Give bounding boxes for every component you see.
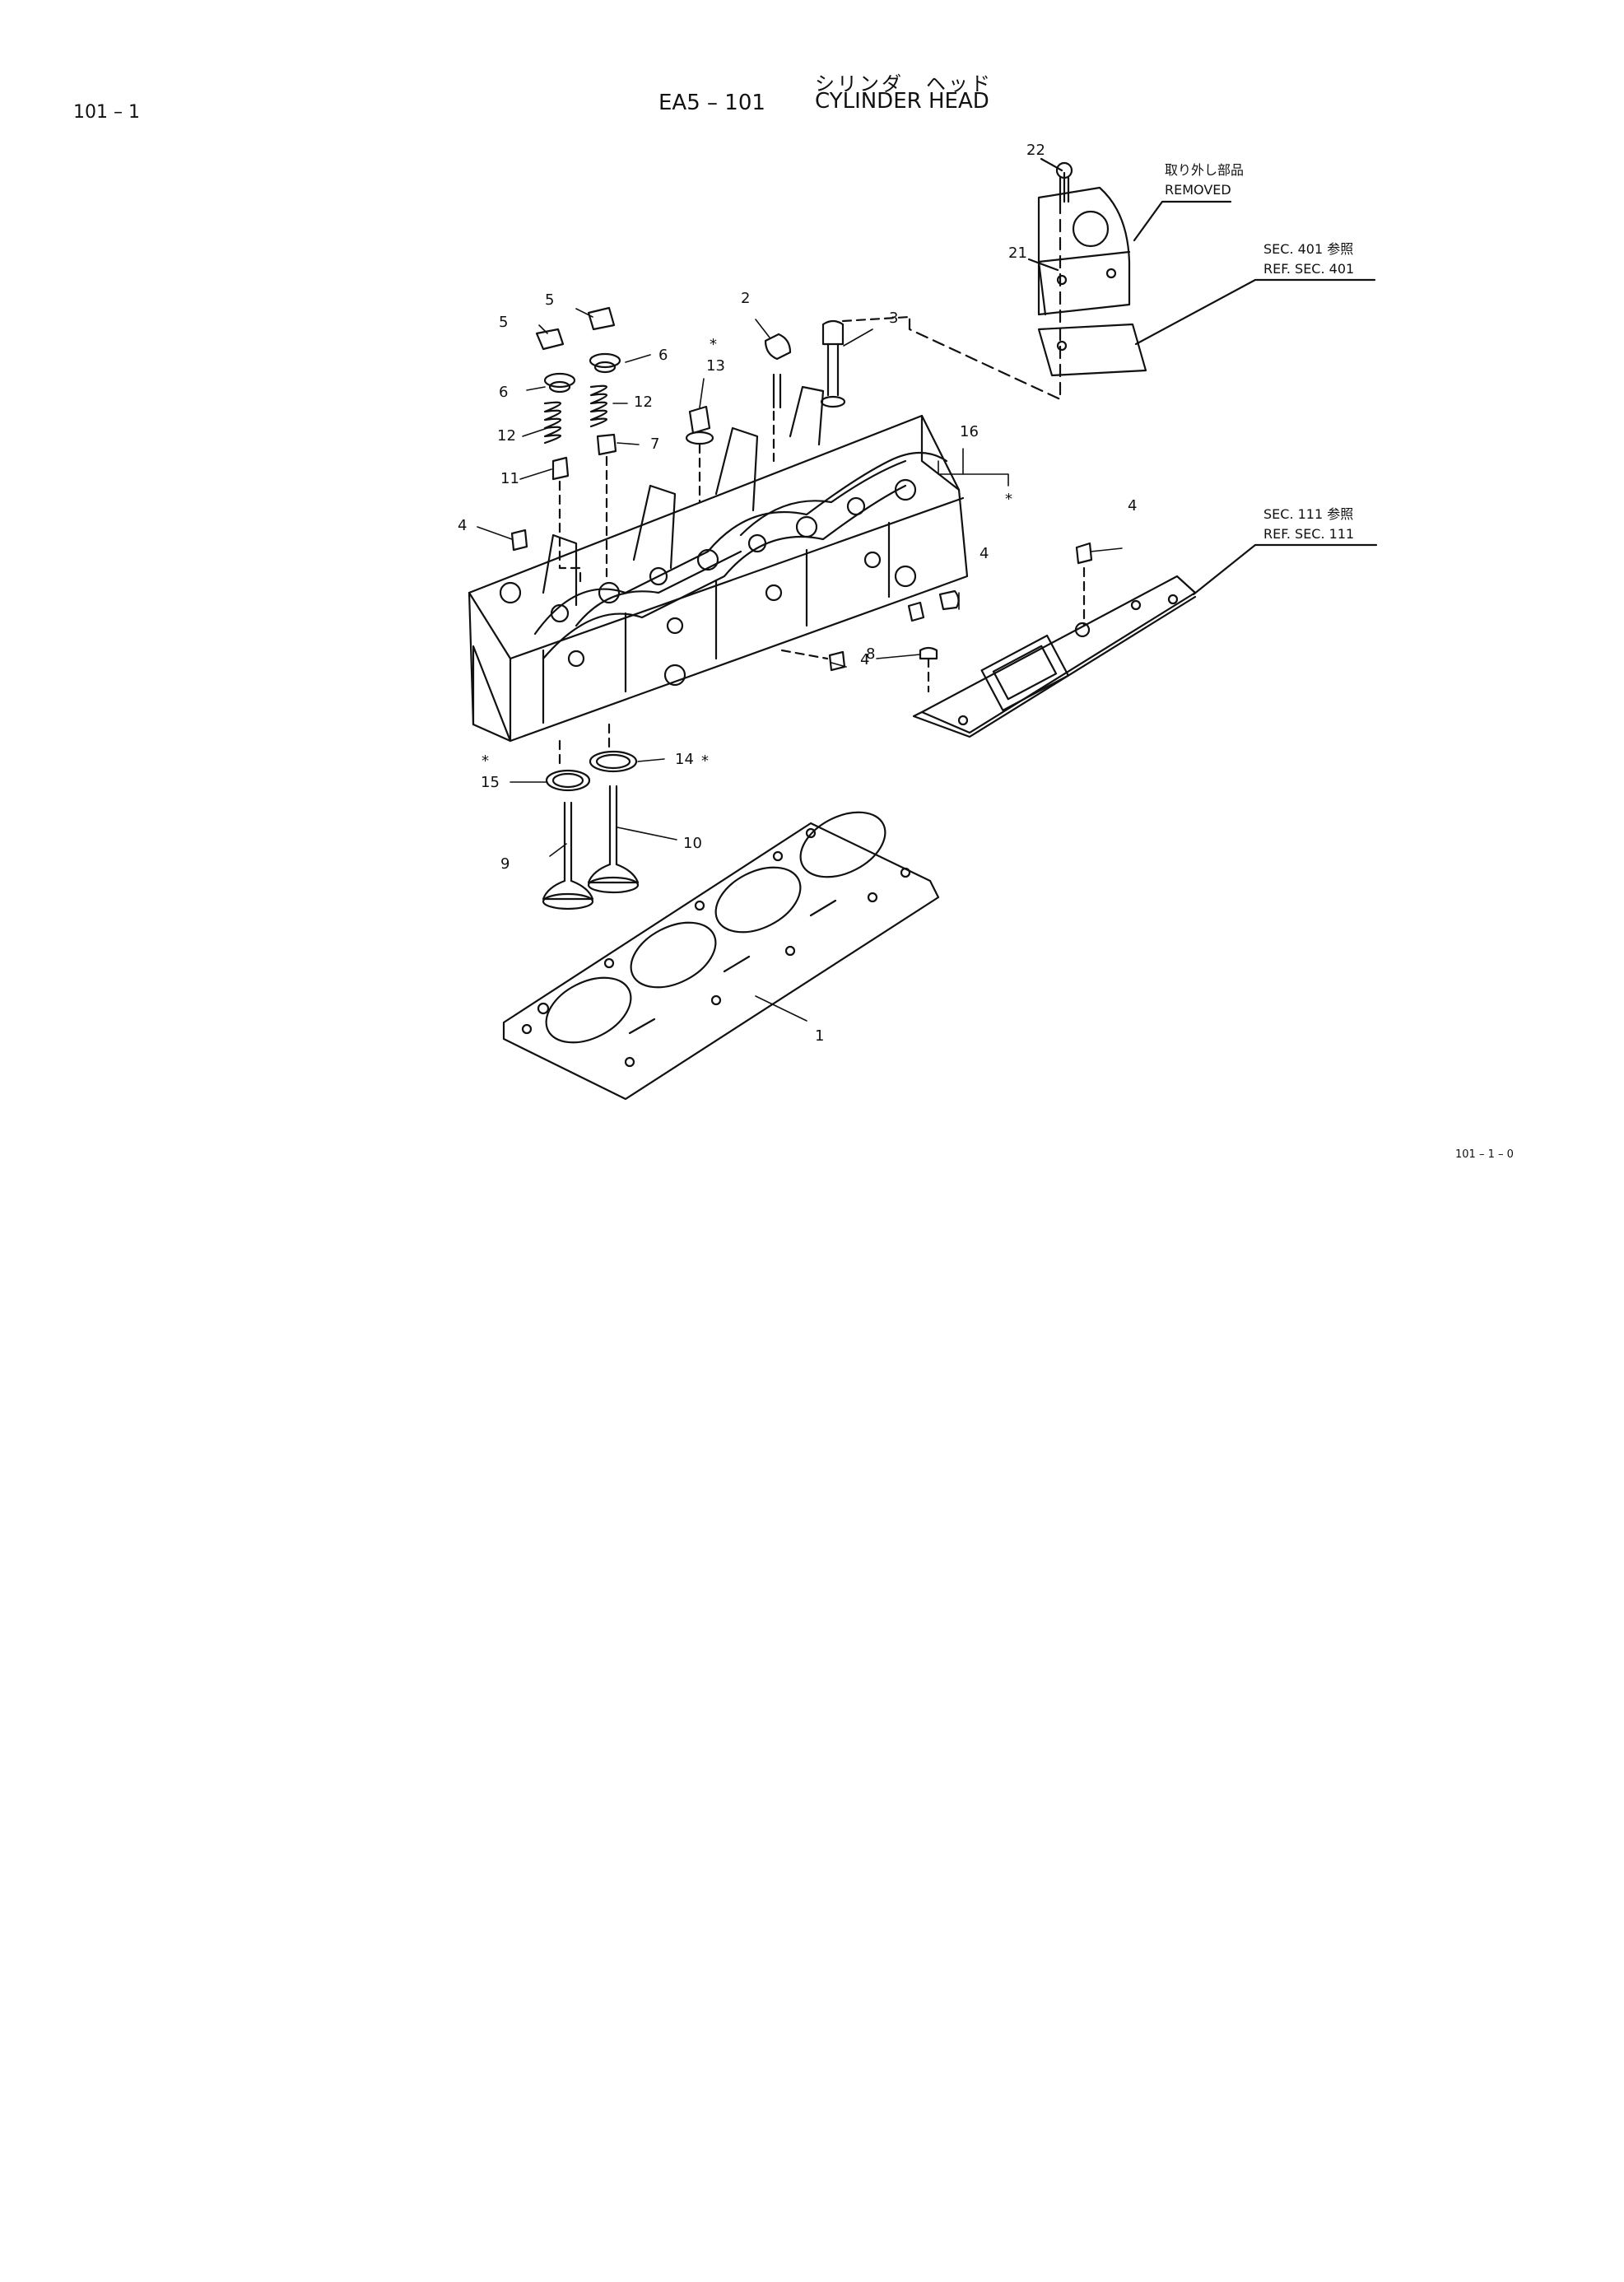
removed-note-jp: 取り外し部品 <box>1165 162 1244 178</box>
callout-10: 10 <box>683 835 702 852</box>
callout-7: 7 <box>650 435 659 453</box>
bracket-leader <box>1027 258 1059 272</box>
asterisk-13: * <box>710 336 717 353</box>
callout-2: 2 <box>741 290 750 307</box>
callout-4-lower: 4 <box>860 651 869 668</box>
callout-4-left: 4 <box>458 517 467 534</box>
callout-1: 1 <box>815 1027 824 1045</box>
callout-13: 13 <box>706 357 725 375</box>
sec401-leader <box>1134 278 1376 346</box>
ref-sec-111-en: REF. SEC. 111 <box>1263 526 1354 542</box>
figure-reference: 101 – 1 – 0 <box>1455 1148 1514 1161</box>
asterisk-16: * <box>1005 491 1012 508</box>
removed-leader <box>1133 200 1232 242</box>
callout-9: 9 <box>500 855 510 873</box>
ref-sec-111-jp: SEC. 111 参照 <box>1263 506 1353 522</box>
callout-8: 8 <box>866 645 875 663</box>
callout-12-right: 12 <box>634 394 653 411</box>
callout-11: 11 <box>500 470 519 487</box>
ref-sec-401-en: REF. SEC. 401 <box>1263 261 1354 277</box>
section-code: EA5 – 101 <box>658 91 765 115</box>
callout-22: 22 <box>1026 142 1045 159</box>
valve-train <box>535 306 621 586</box>
head-gasket <box>502 811 940 1101</box>
page-number: 101 – 1 <box>73 102 140 123</box>
lifting-bracket <box>1037 161 1147 377</box>
callout-12-left: 12 <box>497 427 516 445</box>
ref-sec-401-jp: SEC. 401 参照 <box>1263 241 1353 257</box>
bolts <box>685 315 911 504</box>
callout-21: 21 <box>1008 244 1027 262</box>
bolt-leader <box>1040 157 1063 172</box>
callout-4-right: 4 <box>1128 497 1137 515</box>
callout-16: 16 <box>960 423 979 440</box>
callout-6-left: 6 <box>499 384 508 401</box>
callout-5-upper: 5 <box>545 291 554 309</box>
valve-seals <box>545 723 638 792</box>
asterisk-14: * <box>701 752 709 770</box>
callout-15: 15 <box>481 774 500 791</box>
callout-3: 3 <box>889 310 898 327</box>
asterisk-15: * <box>482 752 489 770</box>
removed-note-en: REMOVED <box>1165 182 1231 198</box>
cylinder-head-block <box>468 385 969 743</box>
bracket-dash <box>908 200 1062 401</box>
manifold-gasket <box>912 543 1378 738</box>
callout-4-mid: 4 <box>980 545 989 562</box>
callout-leaders <box>477 308 1123 1022</box>
title-japanese: シリンダ ヘッド <box>815 72 993 95</box>
title-english: CYLINDER HEAD <box>815 89 989 114</box>
valves <box>542 785 640 910</box>
callout-5-lower: 5 <box>499 314 508 331</box>
callout-6-right: 6 <box>658 347 668 364</box>
callout-14: 14 <box>675 751 694 768</box>
